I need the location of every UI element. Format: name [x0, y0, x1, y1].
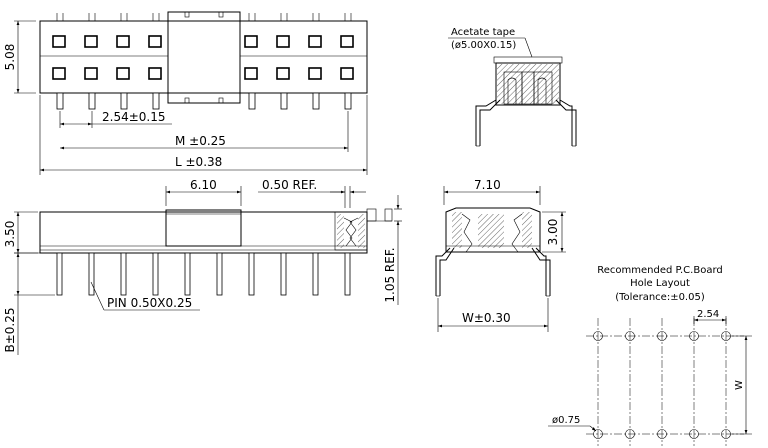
pcb-title-line3: (Tolerance:±0.05)	[615, 292, 705, 303]
front-gap-dim: 6.10	[190, 178, 217, 192]
side-width-top-dim: 7.10	[474, 178, 501, 192]
side-view-top: Acetate tape (ø5.00X0.15)	[448, 27, 577, 147]
pcb-hole-layout: Recommended P.C.Board Hole Layout (Toler…	[548, 265, 752, 446]
tape-size: (ø5.00X0.15)	[451, 40, 516, 51]
front-ref-dim: 0.50 REF.	[262, 178, 317, 192]
front-view: 6.10 0.50 REF. 3.50 1.05 REF. PIN 0.50X0…	[3, 178, 402, 355]
front-height-dim: 3.50	[3, 221, 17, 248]
pcb-pitch-dim: 2.54	[697, 309, 719, 320]
front-b-dim: B±0.25	[3, 307, 17, 352]
side-view-mid: 7.10 3.00 W±0.30	[435, 178, 566, 332]
pcb-title-line2: Hole Layout	[630, 278, 690, 289]
pcb-w-dim: W	[734, 380, 745, 390]
tape-label: Acetate tape	[451, 27, 515, 38]
top-height-dim: 5.08	[3, 44, 17, 71]
pcb-hole-dim: ø0.75	[552, 415, 580, 426]
top-pitch-dim: 2.54±0.15	[102, 110, 166, 124]
top-pin-tips	[56, 13, 352, 110]
top-view: 5.08 2.54±0.15 M ±0.25 L ±0.38	[3, 11, 368, 175]
front-pins	[56, 252, 351, 296]
side-height-dim: 3.00	[546, 219, 560, 246]
top-m-dim: M ±0.25	[175, 134, 226, 148]
top-l-dim: L ±0.38	[175, 155, 222, 169]
pcb-title-line1: Recommended P.C.Board	[597, 265, 722, 276]
pcb-holes	[593, 331, 731, 439]
side-w-dim: W±0.30	[462, 311, 511, 325]
front-tail-dim: 1.05 REF.	[383, 247, 397, 302]
contact-pads	[52, 35, 354, 80]
front-pin-label: PIN 0.50X0.25	[107, 296, 192, 310]
